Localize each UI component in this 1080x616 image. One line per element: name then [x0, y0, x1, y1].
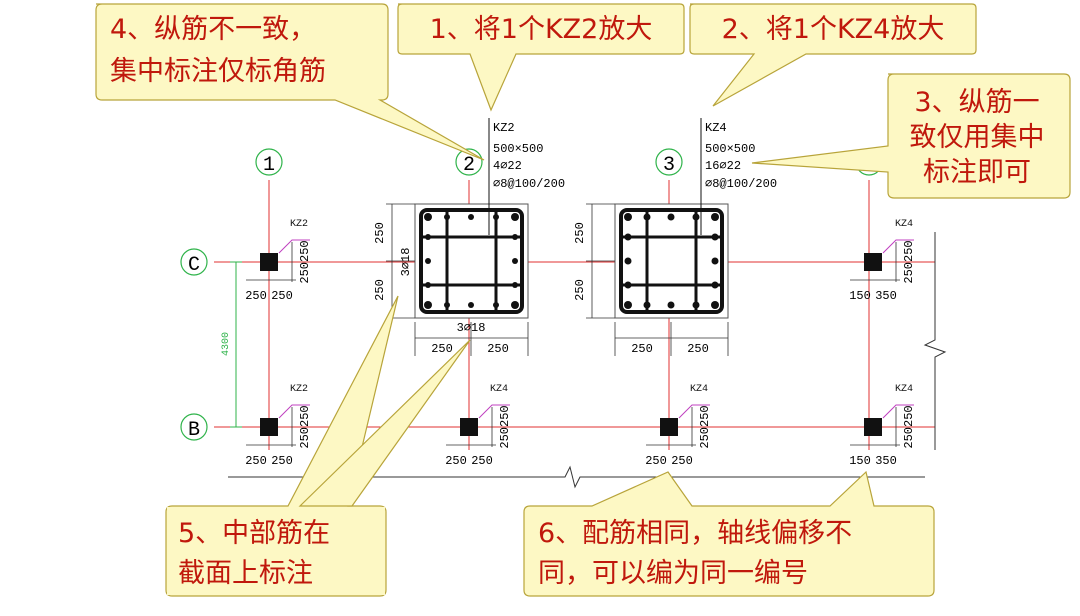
callout-4: 4、纵筋不一致， 集中标注仅标角筋	[95, 3, 485, 161]
small-column-b3: KZ4 250 250 250250	[645, 384, 712, 468]
svg-text:1: 1	[263, 154, 275, 177]
svg-text:250: 250	[487, 342, 509, 356]
svg-text:150: 150	[849, 289, 871, 303]
svg-text:250: 250	[645, 454, 667, 468]
svg-text:⌀8@100/200: ⌀8@100/200	[493, 177, 565, 191]
svg-text:250250: 250250	[902, 240, 916, 283]
svg-text:4300: 4300	[221, 332, 232, 356]
svg-text:⌀8@100/200: ⌀8@100/200	[705, 177, 777, 191]
axis-spacing-dimension: 4300	[221, 261, 242, 428]
svg-text:250: 250	[431, 342, 453, 356]
svg-text:截面上标注: 截面上标注	[178, 558, 313, 589]
svg-text:250: 250	[573, 222, 587, 244]
svg-text:KZ4: KZ4	[690, 384, 708, 395]
svg-text:250: 250	[445, 454, 467, 468]
svg-text:350: 350	[875, 289, 897, 303]
svg-text:250: 250	[245, 289, 267, 303]
small-column-b1: KZ2 250 250 250250	[245, 384, 312, 468]
svg-text:250: 250	[271, 289, 293, 303]
svg-text:致仅用集中: 致仅用集中	[910, 122, 1045, 153]
svg-text:KZ2: KZ2	[290, 219, 308, 230]
axis-lines	[214, 180, 935, 450]
svg-text:KZ2: KZ2	[290, 384, 308, 395]
svg-text:250: 250	[573, 279, 587, 301]
callout-6: 6、配筋相同，轴线偏移不 同，可以编为同一编号	[523, 470, 935, 597]
callout-3: 3、纵筋一 致仅用集中 标注即可	[751, 73, 1071, 199]
svg-text:6、配筋相同，轴线偏移不: 6、配筋相同，轴线偏移不	[538, 518, 852, 549]
svg-text:3、纵筋一: 3、纵筋一	[914, 87, 1039, 118]
svg-text:250: 250	[631, 342, 653, 356]
svg-text:KZ2: KZ2	[493, 121, 515, 135]
svg-text:2、将1个KZ4放大: 2、将1个KZ4放大	[722, 14, 945, 45]
svg-text:KZ4: KZ4	[490, 384, 508, 395]
svg-text:KZ4: KZ4	[705, 121, 727, 135]
small-column-b2: KZ4 250 250 250250	[445, 384, 512, 468]
svg-text:500×500: 500×500	[493, 142, 543, 156]
svg-text:16⌀22: 16⌀22	[705, 159, 741, 173]
svg-text:250250: 250250	[698, 405, 712, 448]
svg-text:3⌀18: 3⌀18	[399, 248, 413, 277]
break-lines	[228, 232, 947, 489]
svg-text:4、纵筋不一致，: 4、纵筋不一致，	[110, 14, 316, 45]
svg-text:250: 250	[245, 454, 267, 468]
svg-text:4⌀22: 4⌀22	[493, 159, 522, 173]
svg-text:250: 250	[373, 279, 387, 301]
callout-2: 2、将1个KZ4放大	[689, 3, 977, 107]
svg-text:250: 250	[687, 342, 709, 356]
svg-text:150: 150	[849, 454, 871, 468]
svg-text:5、中部筋在: 5、中部筋在	[178, 518, 330, 549]
svg-text:1、将1个KZ2放大: 1、将1个KZ2放大	[430, 14, 653, 45]
svg-text:250250: 250250	[298, 405, 312, 448]
svg-text:250250: 250250	[298, 240, 312, 283]
svg-text:C: C	[188, 254, 200, 277]
axis-bubble-b: B	[180, 413, 208, 442]
svg-text:集中标注仅标角筋: 集中标注仅标角筋	[110, 56, 326, 87]
svg-text:250: 250	[373, 222, 387, 244]
kz2-enlarged-section: 250 250 3⌀18 3⌀18 250 250 KZ2 500×500 4⌀…	[373, 118, 565, 356]
callout-1: 1、将1个KZ2放大	[397, 3, 685, 112]
svg-text:KZ4: KZ4	[895, 384, 913, 395]
svg-text:250250: 250250	[498, 405, 512, 448]
svg-text:B: B	[188, 419, 200, 442]
svg-text:KZ4: KZ4	[895, 219, 913, 230]
axis-bubble-1: 1	[255, 148, 283, 177]
axis-bubble-3: 3	[655, 148, 683, 177]
axis-bubble-c: C	[180, 248, 208, 277]
svg-text:同，可以编为同一编号: 同，可以编为同一编号	[538, 558, 808, 589]
svg-text:2: 2	[463, 154, 475, 177]
small-column-b4: KZ4 150 350 250250	[849, 384, 916, 468]
svg-text:3: 3	[663, 154, 675, 177]
svg-text:250: 250	[271, 454, 293, 468]
callout-5: 5、中部筋在 截面上标注	[165, 295, 471, 597]
svg-text:250: 250	[471, 454, 493, 468]
small-column-c4: KZ4 150 350 250250	[849, 219, 916, 303]
small-column-c1: KZ2 250 250 250250	[245, 219, 312, 303]
svg-text:350: 350	[875, 454, 897, 468]
kz4-enlarged-section: 250 250 250 250 KZ4 500×500 16⌀22 ⌀8@100…	[573, 118, 777, 356]
svg-text:250250: 250250	[902, 405, 916, 448]
svg-text:250: 250	[671, 454, 693, 468]
svg-text:500×500: 500×500	[705, 142, 755, 156]
svg-text:标注即可: 标注即可	[923, 157, 1031, 188]
